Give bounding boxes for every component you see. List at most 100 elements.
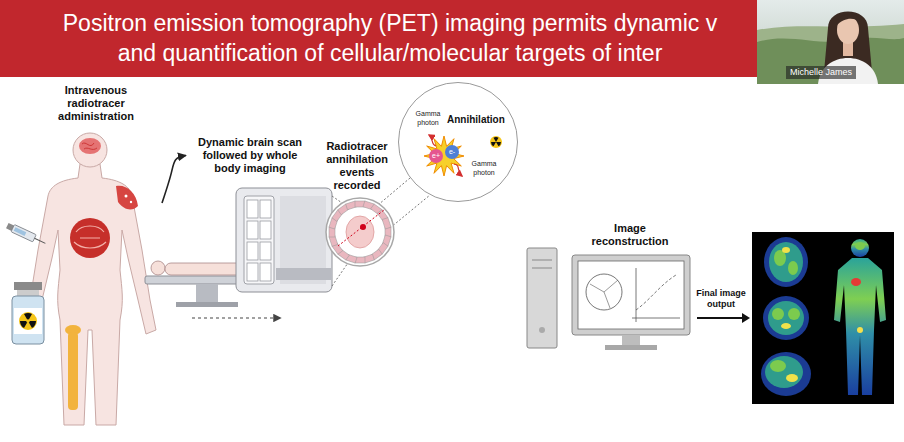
computer (532, 260, 552, 261)
computer (636, 275, 676, 310)
pet-scanner (151, 261, 165, 275)
stage-caption: Radiotracer annihilation events recorded (315, 140, 399, 192)
pet-images (752, 232, 894, 404)
pet-images (765, 356, 803, 388)
computer (527, 248, 557, 348)
pet-images (761, 352, 811, 396)
computer (572, 255, 690, 335)
zoom-lines (378, 178, 410, 205)
stage-label: Image reconstruction (582, 222, 678, 248)
annihilation-burst (424, 136, 464, 176)
pet-images (781, 323, 791, 329)
pet-images (855, 242, 865, 250)
zoom-lines (390, 195, 430, 228)
computer (539, 327, 545, 333)
photon-label: Gamma photon (470, 160, 498, 177)
pet-scanner (260, 221, 271, 239)
particle-symbol: e- (445, 147, 459, 157)
annihilation-inset (454, 164, 462, 176)
pet-scanner (247, 221, 258, 239)
output-arrow (697, 317, 742, 319)
radiotracer-vial (26, 319, 30, 323)
patient-figure (24, 164, 156, 425)
patient-figure (74, 226, 106, 248)
magnified-circle: Annihilation (398, 82, 518, 202)
patient-figure (130, 201, 132, 203)
pet-images (769, 242, 803, 282)
slide-title: Positron emission tomography (PET) imagi… (50, 8, 730, 68)
patient-figure (116, 186, 138, 210)
patient-figure (125, 195, 128, 198)
pet-scanner (247, 242, 258, 260)
pet-scanner (192, 317, 280, 318)
computer (532, 268, 552, 269)
stage-label: Radiotracer annihilation events recorded (315, 140, 399, 192)
syringe (14, 227, 27, 236)
pet-images (788, 261, 798, 275)
annihilation-inset (429, 135, 436, 146)
output-arrow (697, 313, 750, 323)
detector-ring (326, 198, 394, 266)
pet-images (834, 258, 886, 395)
pet-scanner (260, 200, 271, 218)
annihilation-inset (491, 137, 501, 146)
stage-label: Dynamic brain scan followed by whole bod… (188, 136, 312, 175)
radiotracer-vial (19, 312, 37, 330)
radiotracer-vial (12, 282, 44, 344)
detector-block (382, 218, 391, 229)
pet-images (857, 327, 863, 333)
annihilation-inset (445, 145, 459, 159)
computer (632, 268, 680, 322)
pet-images (763, 296, 809, 340)
syringe (11, 225, 36, 242)
stage-caption: Intravenous radiotracer administration (2, 84, 162, 424)
photon-label: Gamma photon (414, 110, 442, 127)
pet-scanner (244, 196, 274, 284)
pet-images (851, 278, 861, 286)
pet-images (786, 374, 798, 382)
patient-figure (68, 332, 78, 410)
detector-ring (360, 224, 366, 230)
radiotracer-vial (20, 313, 36, 328)
pet-images (768, 301, 804, 335)
pet-scanner (145, 188, 332, 318)
syringe (6, 222, 47, 247)
output-arrow (742, 313, 750, 323)
pet-images (764, 237, 808, 287)
detector-block (329, 201, 391, 263)
pet-images (788, 308, 800, 320)
pet-scanner (276, 268, 332, 280)
webcam-view (836, 14, 861, 26)
patient-figure (70, 218, 110, 258)
webcam-view (757, 0, 904, 84)
radiotracer-vial (14, 282, 42, 290)
webcam-view (757, 0, 904, 84)
computer (578, 261, 684, 329)
particle-symbol: e+ (429, 151, 443, 161)
stage-label: Intravenous radiotracer administration (48, 84, 144, 123)
radiotracer-vial (14, 308, 42, 334)
annihilation-inset (429, 149, 443, 163)
radiotracer-vial (12, 296, 44, 344)
computer (590, 280, 618, 308)
patient-figure (82, 143, 97, 149)
pet-images (770, 360, 786, 372)
stage-caption: Image reconstruction (582, 222, 678, 248)
computer (586, 274, 622, 310)
pet-scanner (247, 200, 258, 218)
pet-scanner (260, 263, 271, 281)
pet-scanner (196, 284, 218, 302)
annihilation-burst (424, 136, 464, 176)
patient-figure (73, 133, 107, 167)
patient-figure (79, 138, 101, 154)
pet-images (772, 308, 784, 320)
stage-label: Annihilation (447, 113, 513, 126)
patient-figure (24, 133, 156, 425)
computer (622, 335, 640, 345)
annihilation-inset (398, 82, 518, 202)
annihilation-inset (398, 82, 518, 202)
pet-images (851, 239, 869, 257)
